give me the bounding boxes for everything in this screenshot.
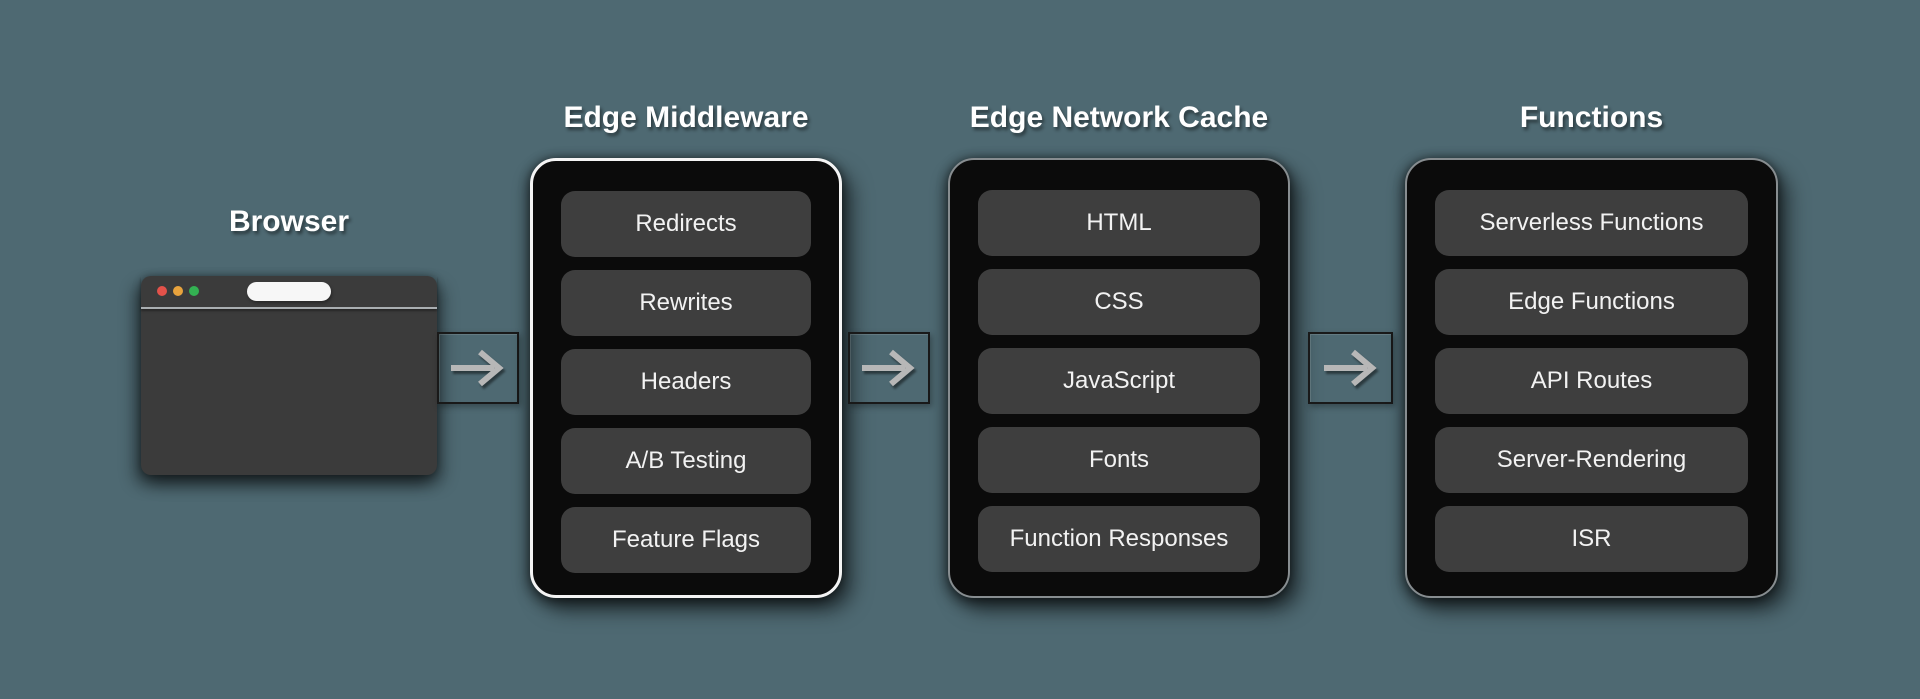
panel-item-redirects: Redirects <box>561 191 811 257</box>
browser-title: Browser <box>228 205 350 238</box>
panel-item-fonts: Fonts <box>978 427 1260 493</box>
panel-item-serverless-functions: Serverless Functions <box>1435 190 1748 256</box>
panel-item-html: HTML <box>978 190 1260 256</box>
functions-title: Functions <box>1519 101 1664 134</box>
connector-middleware-to-cache <box>848 332 930 404</box>
close-traffic-light-icon <box>157 286 167 296</box>
panel-item-headers: Headers <box>561 349 811 415</box>
panel-item-server-rendering: Server-Rendering <box>1435 427 1748 493</box>
url-bar <box>247 282 331 301</box>
edge-middleware-title: Edge Middleware <box>563 101 809 134</box>
right-arrow-icon <box>451 349 504 387</box>
browser-window <box>141 276 437 475</box>
connector-cache-to-functions <box>1308 332 1393 404</box>
browser-titlebar <box>141 276 437 309</box>
panel-item-isr: ISR <box>1435 506 1748 572</box>
panel-item-javascript: JavaScript <box>978 348 1260 414</box>
panel-item-function-responses: Function Responses <box>978 506 1260 572</box>
browser-content-area <box>141 309 437 475</box>
right-arrow-icon <box>1323 349 1377 387</box>
connector-browser-to-middleware <box>437 332 519 404</box>
panel-item-feature-flags: Feature Flags <box>561 507 811 573</box>
minimize-traffic-light-icon <box>173 286 183 296</box>
panel-item-a-b-testing: A/B Testing <box>561 428 811 494</box>
maximize-traffic-light-icon <box>189 286 199 296</box>
panel-item-api-routes: API Routes <box>1435 348 1748 414</box>
edge-network-cache-title: Edge Network Cache <box>969 101 1269 134</box>
panel-item-rewrites: Rewrites <box>561 270 811 336</box>
right-arrow-icon <box>862 349 915 387</box>
traffic-lights <box>157 286 199 296</box>
panel-item-edge-functions: Edge Functions <box>1435 269 1748 335</box>
panel-item-css: CSS <box>978 269 1260 335</box>
